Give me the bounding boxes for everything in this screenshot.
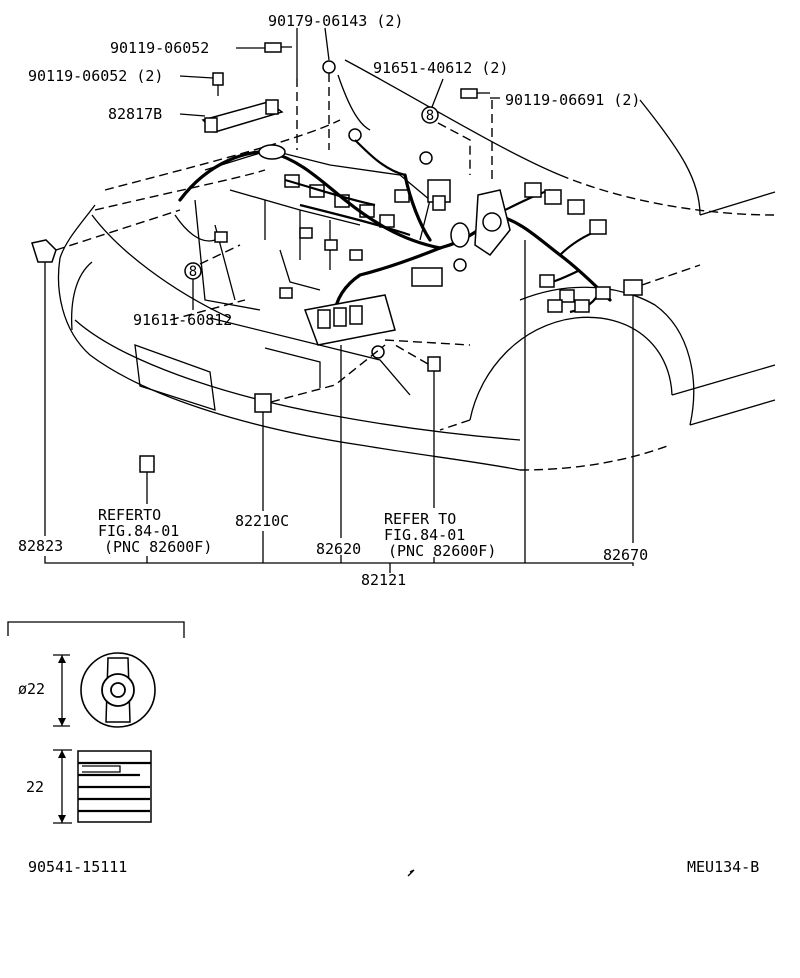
reference-note-left: REFERTO FIG.84-01 (PNC 82600F) [98,506,212,556]
length-label: 22 [26,778,44,796]
label-82210c: 82210C [235,512,289,530]
figure-code: MEU134-B [687,858,759,876]
diameter-label: ø22 [18,680,45,698]
reference-note-right: REFER TO FIG.84-01 (PNC 82600F) [384,510,496,560]
label-82121: 82121 [361,571,406,589]
label-82670: 82670 [603,546,648,564]
label-90119-06052-b: 90119-06052 (2) [28,67,163,85]
junction-block [303,294,396,346]
svg-text:8: 8 [189,264,197,280]
svg-text:8: 8 [426,108,434,124]
bolt-marker-upper: 8 [421,106,439,124]
vehicle-body [57,59,776,471]
label-90119-06691: 90119-06691 (2) [505,91,640,109]
label-82823: 82823 [18,537,63,555]
svg-text:FIG.84-01: FIG.84-01 [98,522,179,540]
connector-cluster [524,182,611,313]
relay-block [411,179,511,287]
label-90119-06052-a: 90119-06052 [110,39,209,57]
svg-text:FIG.84-01: FIG.84-01 [384,526,465,544]
loose-parts [31,42,643,473]
label-82620: 82620 [316,540,361,558]
label-90179-06143: 90179-06143 (2) [268,12,403,30]
clip-top-view: ø22 [18,652,156,728]
part-labels: 90179-06143 (2) 90119-06052 90119-06052 … [18,12,648,589]
svg-text:REFER TO: REFER TO [384,510,456,528]
svg-text:(PNC 82600F): (PNC 82600F) [388,542,496,560]
label-90541-15111: 90541-15111 [28,858,127,876]
wire-harness [178,139,612,317]
detail-inset: ø22 22 90541-15111 [7,621,185,876]
clip-side-view: 22 [26,749,152,824]
label-91611-60812: 91611-60812 [133,311,232,329]
bolt-marker-lower: 8 [184,262,202,280]
label-82817b: 82817B [108,105,162,123]
leader-lines [44,27,701,573]
label-91651-40612: 91651-40612 (2) [373,59,508,77]
svg-text:REFERTO: REFERTO [98,506,161,524]
svg-text:(PNC 82600F): (PNC 82600F) [104,538,212,556]
